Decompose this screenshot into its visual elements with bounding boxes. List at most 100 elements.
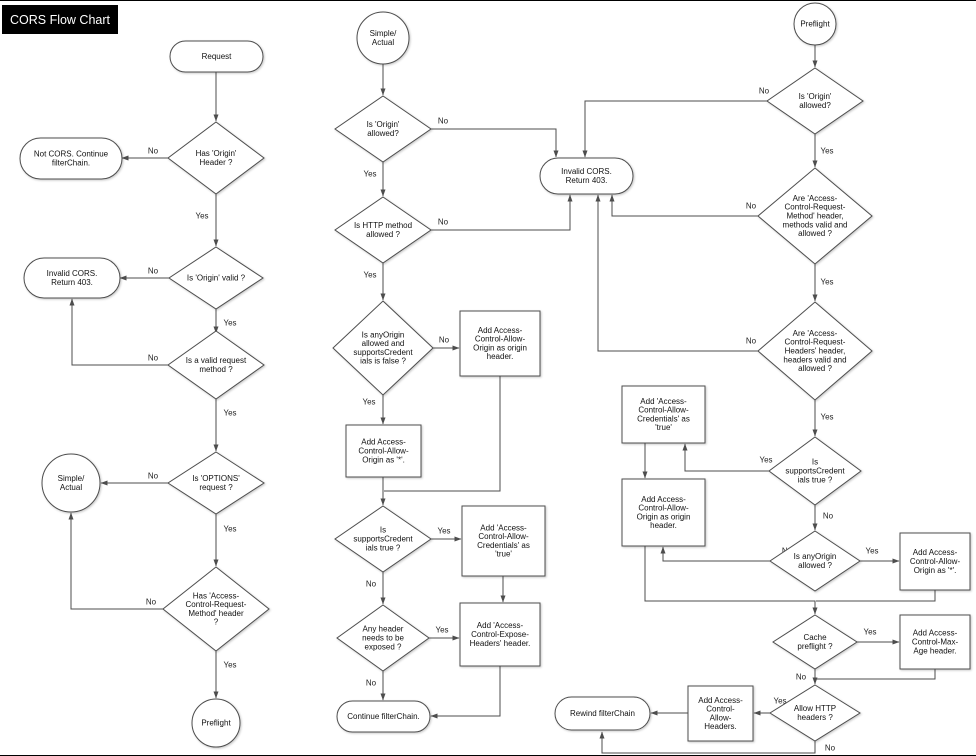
not_cors-label-line: filterChain. [52,158,90,167]
r_add_cred-label-line: 'true' [655,423,672,432]
r_add_star-label-line: Origin as '*'. [914,566,957,575]
r_add_allow_hdrs-label-line: Allow- [710,713,732,722]
edge-label-e42: Yes [863,628,876,637]
r_cache-label-line: Cache [803,633,827,642]
has_origin-label-line: Header ? [200,158,233,167]
simple_mid-shape [356,11,410,65]
r_acrm-label-line: Are 'Access- [793,194,838,203]
edge-label-e15: No [438,218,449,227]
m_add_origin_hdr-label-line: header. [487,352,514,361]
r_add_allow_hdrs-label-line: Headers. [704,722,736,731]
m_add_cred-label-line: Control-Allow- [478,532,529,541]
m_add_origin_hdr-label-line: Origin as origin [473,343,527,352]
m_anyorigin_cred-shape [332,300,434,396]
node-r_origin_allowed: Is 'Origin'allowed? [766,67,864,135]
edge-r_allow_http-to-rewind_fc [599,731,816,754]
valid_method-label-line: method ? [199,365,233,374]
m_add_star-label-line: Control-Allow- [358,447,409,456]
r_origin_allowed-shape [766,67,864,135]
r_anyorigin-label-line: Is anyOrigin [794,552,837,561]
edge-label-e17: No [439,336,450,345]
node-preflight_left: Preflight [191,698,241,748]
node-r_max_age: Add Access-Control-Max-Age header. [899,614,971,670]
node-r_acrm: Are 'Access-Control-Request-Method' head… [757,167,873,265]
node-r_add_origin_hdr: Add Access-Control-Allow-Origin as origi… [621,478,706,547]
r_acrh-label-line: allowed ? [798,364,832,373]
request-label-line: Request [202,52,233,61]
r_allow_http-label-line: headers ? [797,713,833,722]
r_supports_cred-label-line: Is [812,458,818,467]
m_any_header-label-line: needs to be [362,634,404,643]
r_cache-shape [772,614,858,670]
r_acrm-label-line: Method' header, [786,212,843,221]
edge-label-e47: No [825,744,836,753]
node-simple_left: Simple/Actual [41,453,101,513]
node-preflight_right: Preflight [793,2,837,46]
m_supports_cred-shape [334,505,432,573]
r_add_allow_hdrs-label-line: Control- [706,705,735,714]
m_add_origin_hdr-shape [459,310,541,377]
has_acrm-label-line: Control-Request- [186,600,247,609]
preflight_right-shape [793,2,837,46]
m_any_header-label-line: Any header [363,625,404,634]
r_acrm-label-line: allowed ? [798,229,832,238]
edge-r_origin_allowed-to-invalid_mid [582,100,767,158]
simple_left-shape [41,453,101,513]
m_add_expose-shape [459,602,541,667]
r_cache-label-line: preflight ? [797,642,833,651]
edge-label-e9: Yes [223,525,236,534]
has_origin-label-line: Has 'Origin' [196,149,237,158]
r_add_allow_hdrs-shape [687,685,754,742]
edge-label-e14: Yes [363,170,376,179]
r_add_cred-shape [621,385,706,444]
node-has_origin: Has 'Origin'Header ? [167,121,265,195]
r_origin_allowed-label-line: allowed? [799,101,831,110]
r_add_origin_hdr-label-line: Origin as origin [637,512,691,521]
chart-title: CORS Flow Chart [2,5,118,34]
edge-label-e41: No [796,673,807,682]
m_any_header-shape [336,604,430,672]
node-m_origin_allowed: Is 'Origin'allowed? [334,95,432,163]
edge-label-e6: No [148,354,159,363]
preflight_right-label-line: Preflight [800,20,830,29]
m_add_origin_hdr-label-line: Control-Allow- [475,335,526,344]
node-options_req: Is 'OPTIONS'request ? [167,451,265,515]
simple_left-label-line: Simple/ [58,474,85,483]
node-m_add_expose: Add 'Access-Control-Expose-Headers' head… [459,602,541,667]
r_add_cred-label-line: Credentials' as [637,414,690,423]
r_anyorigin-shape [769,530,861,592]
node-r_add_cred: Add 'Access-Control-Allow-Credentials' a… [621,385,706,444]
simple_left-label-line: Actual [60,483,82,492]
edge-r_acrh-to-invalid_mid [595,194,758,352]
r_acrh-shape [757,301,873,401]
simple_mid-label-line: Actual [372,38,394,47]
m_origin_allowed-shape [334,95,432,163]
m_supports_cred-label-line: ials true ? [366,543,401,552]
edge-m_add_expose-to-continue_fc [430,666,501,719]
invalid_left-label-line: Return 403. [51,278,93,287]
options_req-label-line: Is 'OPTIONS' [192,474,240,483]
m_supports_cred-label-line: Is [380,526,386,535]
edge-label-e30: No [746,202,757,211]
r_add_star-label-line: Control-Allow- [910,557,961,566]
edge-r_anyorigin-to-r_add_origin_hdr [660,546,770,562]
continue_fc-label-line: Continue filterChain. [347,712,419,721]
m_anyorigin_cred-label-line: supportsCredent [353,348,413,357]
node-request: Request [169,40,264,73]
r_add_cred-label-line: Control-Allow- [638,406,689,415]
r_allow_http-label-line: Allow HTTP [794,704,836,713]
edge-label-e33: Yes [820,413,833,422]
r_acrh-label-line: Control-Request- [785,338,846,347]
node-r_acrh: Are 'Access-Control-Request-Headers' hea… [757,301,873,401]
edge-label-e29: Yes [820,147,833,156]
origin_valid-label-line: Is 'Origin' valid ? [187,274,246,283]
r_supports_cred-label-line: ials true ? [798,475,833,484]
r_add_origin_hdr-label-line: Add Access- [641,495,686,504]
edge-m_origin_allowed-to-invalid_mid [431,128,559,158]
